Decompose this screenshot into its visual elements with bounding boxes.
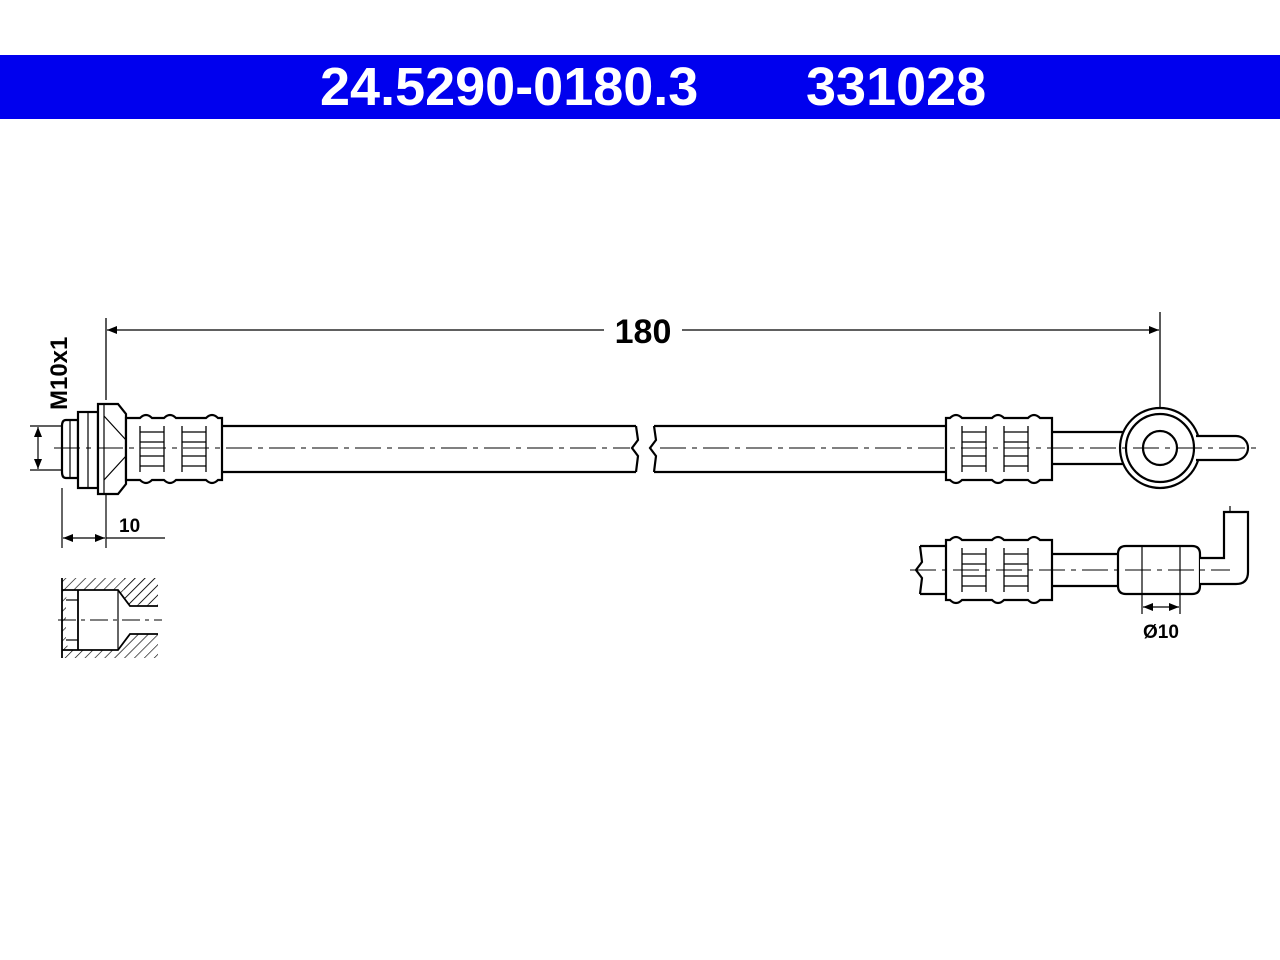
thread-dimension: M10x1 <box>30 337 73 471</box>
side-view-fitting <box>910 506 1250 614</box>
thread-depth-label: 10 <box>119 516 140 537</box>
diameter-label: Ø10 <box>1143 622 1179 643</box>
length-dimension: 180 <box>105 312 1161 410</box>
part-number: 24.5290-0180.3 <box>320 57 699 117</box>
header-bar: 24.5290-0180.3 331028 <box>0 55 1280 119</box>
left-fitting <box>60 402 224 496</box>
port-section-view <box>58 578 162 658</box>
hose-body <box>222 424 946 474</box>
diameter-dimension: Ø10 <box>1143 603 1179 643</box>
thread-label: M10x1 <box>46 337 73 410</box>
right-ferrule <box>944 413 1054 485</box>
thread-depth-dimension: 10 <box>61 488 165 548</box>
length-label: 180 <box>615 313 672 351</box>
ref-number: 331028 <box>806 57 987 117</box>
